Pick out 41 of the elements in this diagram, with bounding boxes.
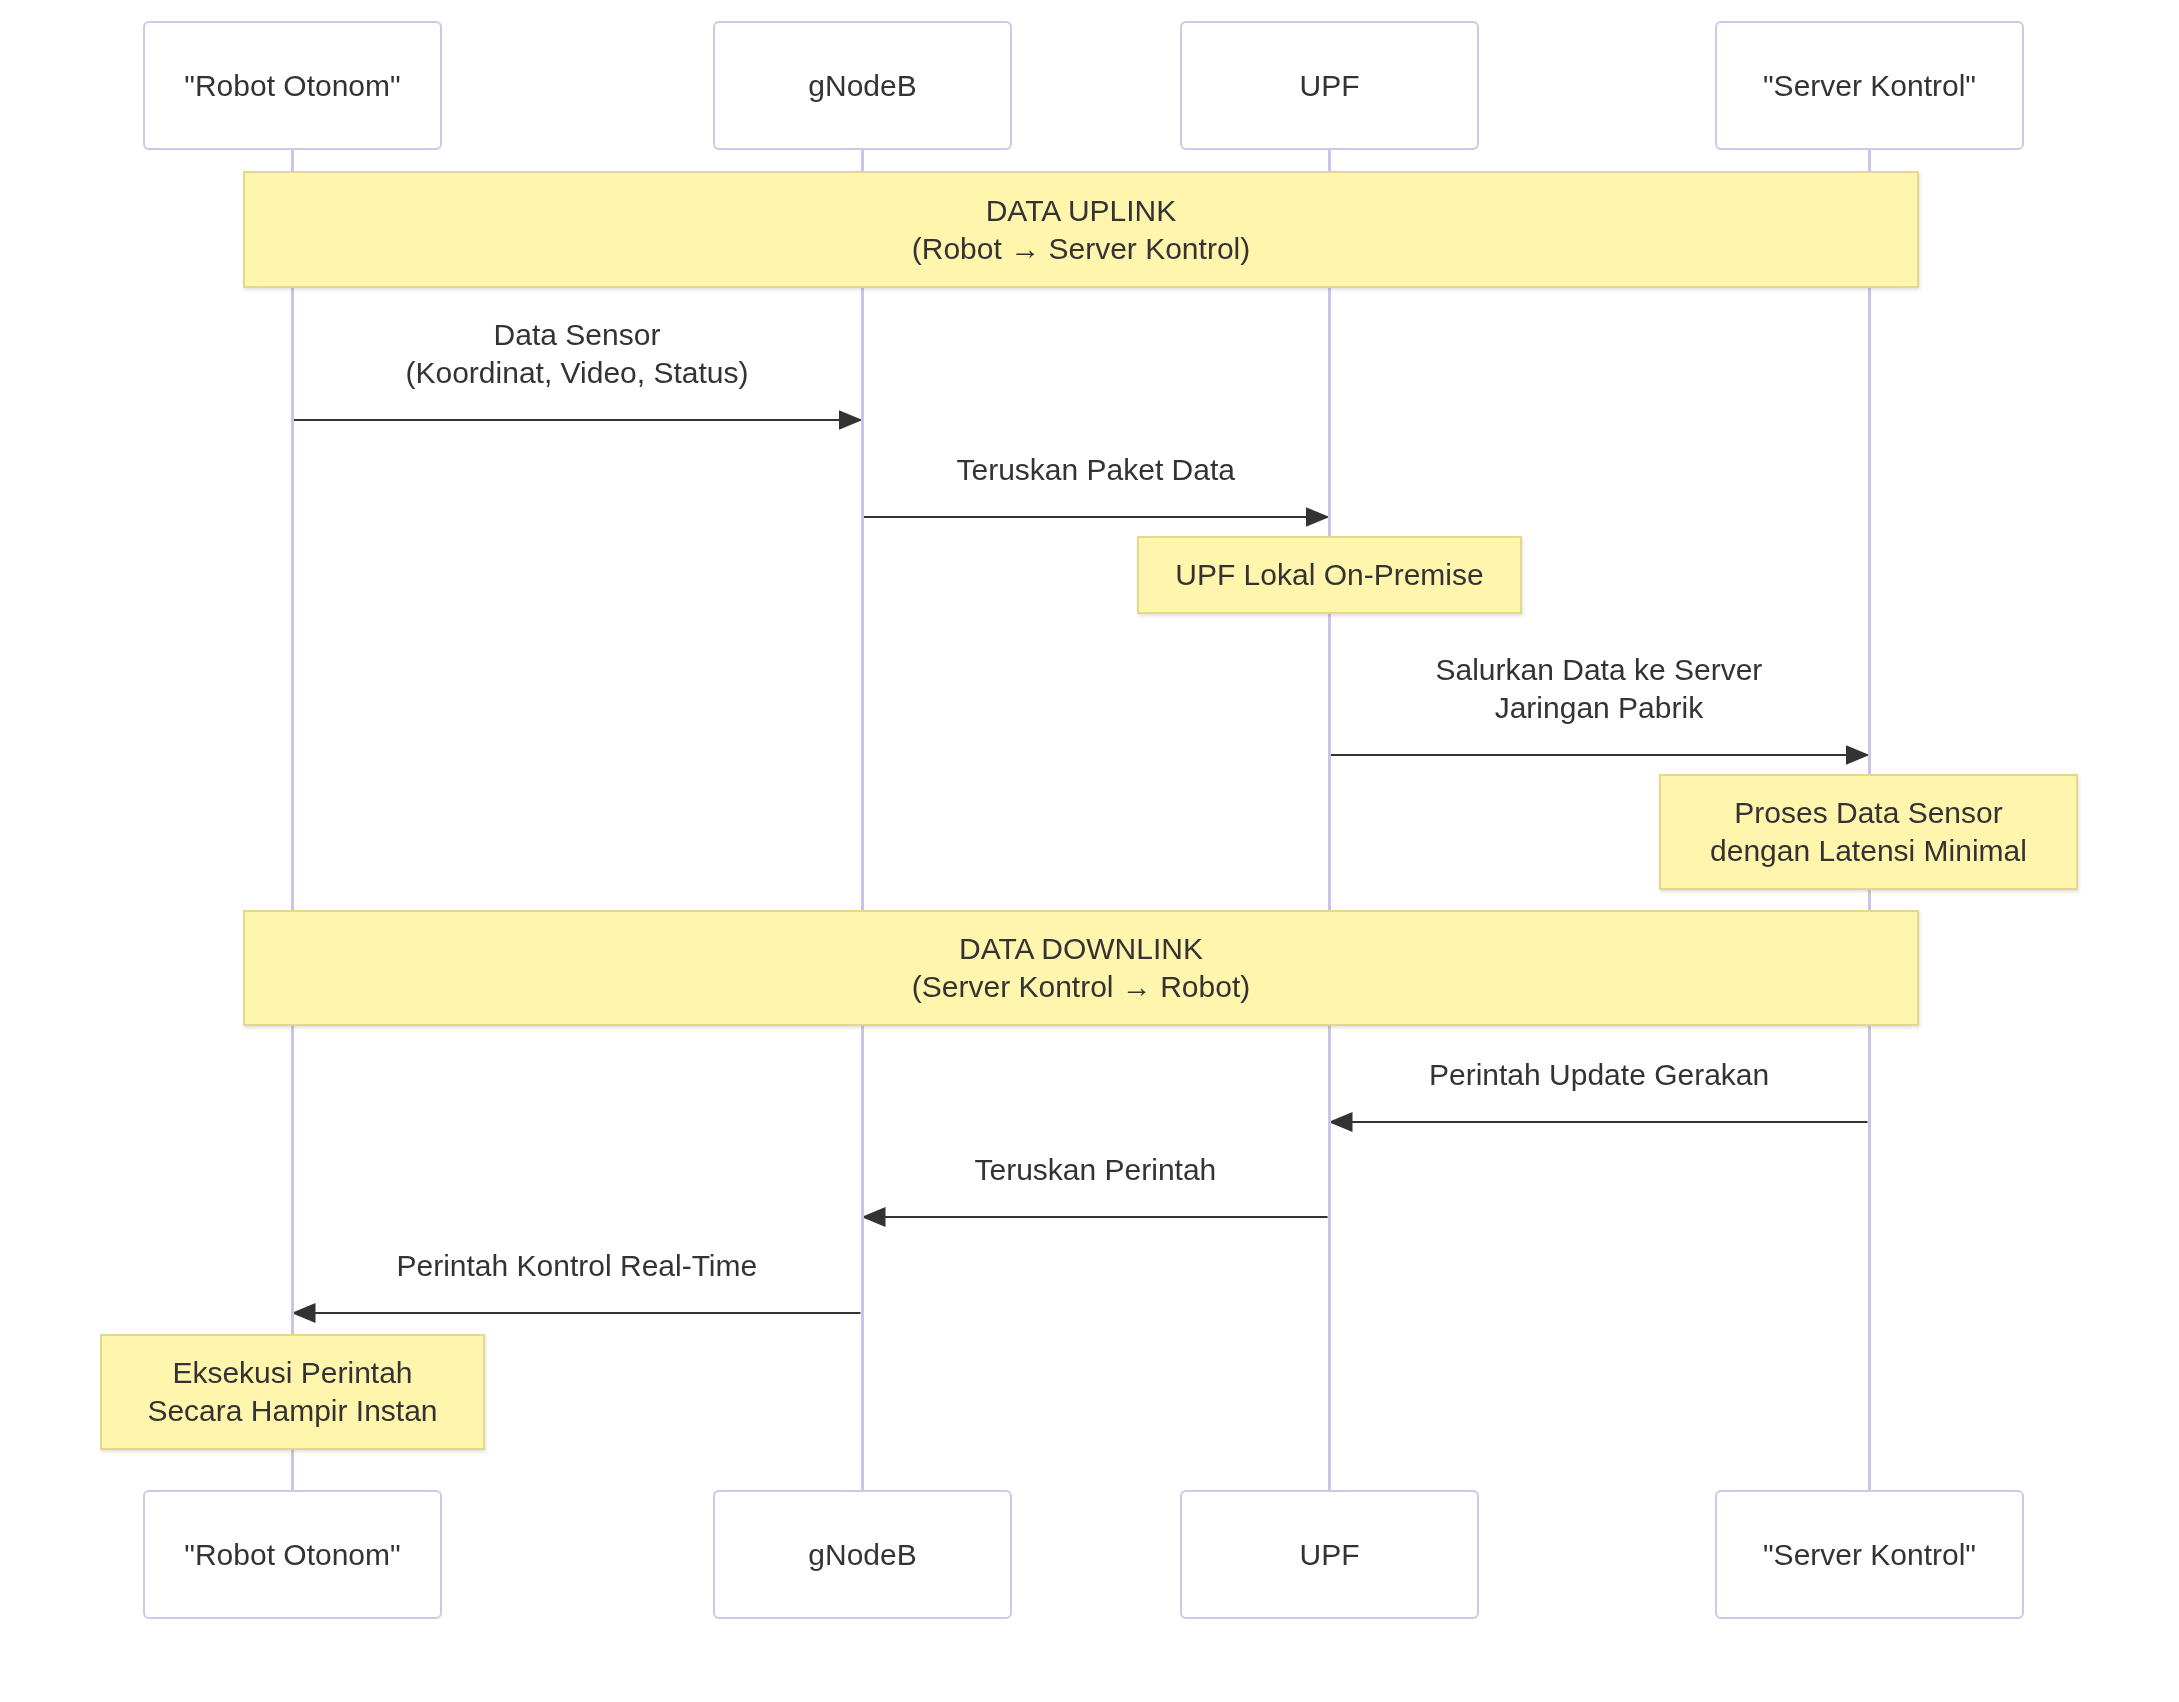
message-arrow [291, 1303, 862, 1323]
note-text: (Server Kontrol → Robot) [911, 969, 1251, 1005]
lifeline [860, 150, 864, 1490]
participant-name: UPF [1299, 67, 1360, 104]
message-arrow [1329, 745, 1870, 765]
participant-name: "Server Kontrol" [1762, 67, 1976, 104]
lifeline [1867, 150, 1871, 774]
note-text: DATA UPLINK [985, 192, 1177, 229]
note-text: DATA DOWNLINK [959, 931, 1203, 967]
participant-name: gNodeB [808, 1536, 917, 1573]
participant-name: gNodeB [808, 67, 917, 104]
lifeline [290, 150, 294, 1334]
participant-box [1715, 21, 2024, 150]
participant-name: "Server Kontrol" [1762, 1536, 1976, 1573]
message-arrow [1328, 1112, 1869, 1132]
note-box [100, 1334, 485, 1450]
note-box [1137, 536, 1522, 614]
participant-box [1180, 1490, 1479, 1619]
lifeline [290, 1450, 294, 1490]
note-box [1659, 774, 2078, 890]
participant-box [1715, 1490, 2024, 1619]
note-text: (Robot → Server Kontrol) [911, 230, 1251, 267]
lifeline [1327, 150, 1331, 536]
message-arrow [861, 1207, 1329, 1227]
participant-box [1180, 21, 1479, 150]
participant-name: UPF [1299, 1536, 1360, 1573]
lifeline [1327, 614, 1331, 1490]
note-text: UPF Lokal On-Premise [1175, 557, 1484, 593]
participant-box [713, 1490, 1012, 1619]
message-arrow [292, 410, 863, 430]
participant-name: "Robot Otonom" [184, 1536, 401, 1573]
note-box [243, 171, 1919, 288]
lifeline [1867, 890, 1871, 1490]
message-arrow [862, 507, 1330, 527]
participant-name: "Robot Otonom" [184, 67, 401, 104]
participant-box [143, 21, 442, 150]
participant-box [143, 1490, 442, 1619]
note-text: Eksekusi Perintah Secara Hampir Instan [147, 1355, 438, 1429]
note-text: Proses Data Sensor dengan Latensi Minimal [1710, 795, 2027, 869]
participant-box [713, 21, 1012, 150]
note-box [243, 910, 1919, 1026]
